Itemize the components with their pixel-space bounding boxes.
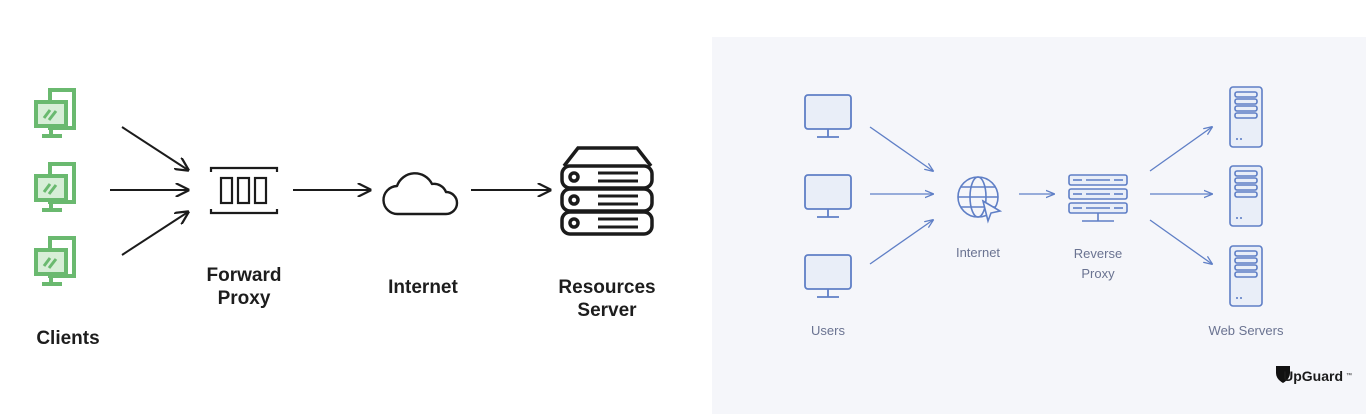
web-servers-label: Web Servers [1208, 323, 1284, 338]
reverse-proxy-diagram: Users Internet Reverse Proxy Web Servers… [712, 37, 1366, 414]
user-monitor-icon [804, 254, 852, 298]
globe-cursor-icon [957, 176, 1003, 224]
forward-proxy-diagram: Clients Forward Proxy Internet Resources… [34, 88, 656, 349]
web-server-icon [1229, 245, 1263, 307]
web-server-icon [1229, 86, 1263, 148]
reverse-proxy-label-line2: Proxy [1081, 266, 1115, 281]
forward-proxy-label: Forward Proxy [207, 264, 282, 310]
arrow [1149, 127, 1212, 172]
cloud-icon [382, 172, 459, 216]
internet-label-right: Internet [955, 245, 1001, 260]
arrow [121, 212, 188, 256]
forward-proxy-label-line2: Proxy [217, 288, 271, 309]
client-computer-icon [34, 162, 76, 212]
users-label: Users [811, 323, 845, 338]
internet-label: Internet [388, 277, 458, 298]
arrow [869, 126, 933, 171]
resources-server-label: Resources Server [558, 276, 655, 322]
resources-server-label-line2: Server [577, 300, 637, 321]
web-server-icon [1229, 165, 1263, 227]
forward-proxy-label-line1: Forward [206, 265, 282, 286]
upguard-shield-icon [1276, 366, 1290, 383]
arrow [1149, 219, 1212, 264]
forward-proxy-graphics [34, 88, 654, 286]
arrow [869, 220, 933, 265]
arrow [121, 126, 188, 170]
resources-server-icon [560, 146, 654, 236]
client-computer-icon [34, 236, 76, 286]
reverse-proxy-icon [1068, 174, 1128, 222]
reverse-proxy-label-line1: Reverse [1073, 246, 1123, 261]
user-monitor-icon [804, 174, 852, 218]
trademark-mark: ™ [1346, 373, 1352, 379]
reverse-proxy-graphics [804, 86, 1290, 383]
reverse-proxy-label: Reverse Proxy [1074, 244, 1122, 284]
forward-proxy-icon [209, 166, 279, 215]
user-monitor-icon [804, 94, 852, 138]
upguard-wordmark: UpGuard [1283, 368, 1343, 384]
clients-label: Clients [36, 328, 100, 349]
resources-server-label-line1: Resources [558, 277, 656, 298]
client-computer-icon [34, 88, 76, 138]
